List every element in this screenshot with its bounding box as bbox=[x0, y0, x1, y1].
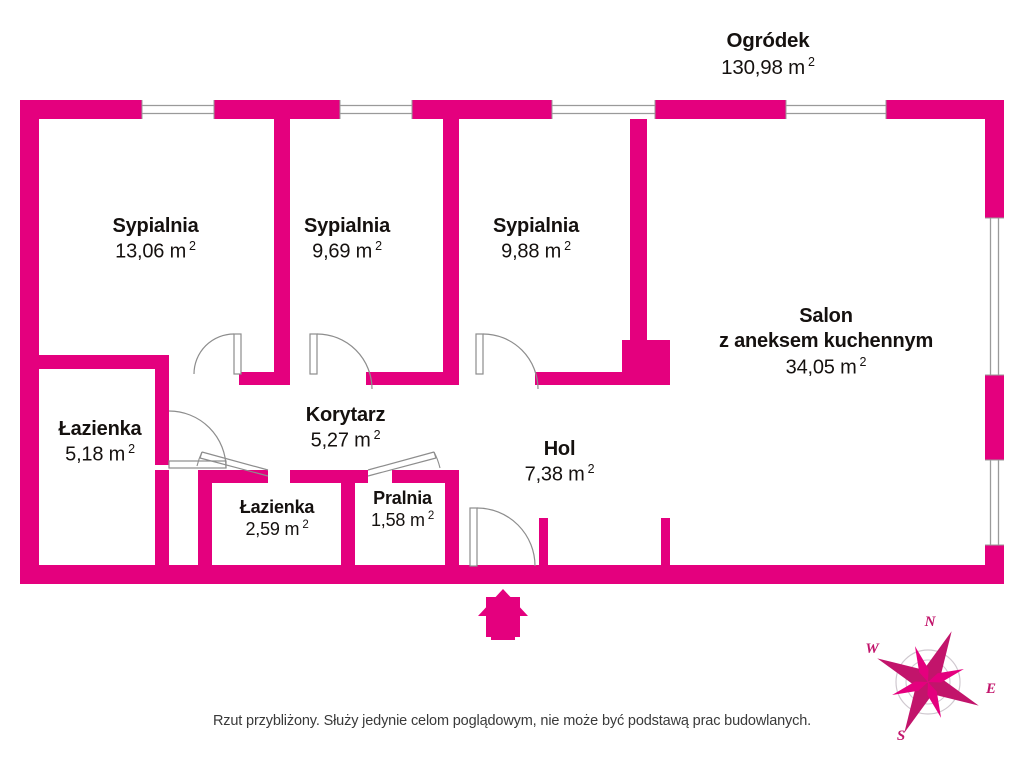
wall-bath2-top bbox=[198, 470, 268, 483]
korytarz-name: Korytarz bbox=[305, 404, 386, 426]
wall-top-seg-4 bbox=[655, 100, 786, 119]
sypialnia-3-name: Sypialnia bbox=[492, 215, 579, 237]
wall-right-seg-2 bbox=[985, 375, 1004, 460]
wall-pralnia-top bbox=[341, 470, 368, 483]
wall-corridor-top-b bbox=[366, 372, 459, 385]
compass-label-west: W bbox=[865, 641, 879, 657]
wall-pralnia-top-b bbox=[392, 470, 459, 483]
window-top-1 bbox=[141, 100, 215, 119]
salon-name: Salon bbox=[799, 305, 853, 327]
compass-label-north: N bbox=[924, 614, 936, 630]
wall-bedroom-div-1 bbox=[274, 119, 290, 385]
wall-right-seg-3 bbox=[985, 545, 1004, 584]
doors-group bbox=[168, 333, 539, 567]
door-pralnia bbox=[367, 451, 441, 477]
wall-top-seg-2 bbox=[214, 100, 340, 119]
wall-bath1-top bbox=[39, 355, 169, 369]
compass-label-east: E bbox=[985, 681, 996, 697]
door-sypialnia-2 bbox=[309, 333, 373, 390]
ogrodek-name: Ogródek bbox=[726, 29, 810, 52]
lazienka-1-name: Łazienka bbox=[58, 418, 142, 440]
disclaimer-text: Rzut przybliżony. Służy jedynie celom po… bbox=[212, 713, 812, 729]
window-right-1 bbox=[985, 217, 1004, 376]
hol-name: Hol bbox=[543, 438, 576, 460]
wall-bath1-right bbox=[155, 355, 169, 465]
door-sypialnia-3 bbox=[475, 333, 539, 390]
wall-right-seg-1 bbox=[985, 100, 1004, 218]
wall-bath2-left bbox=[198, 470, 212, 574]
wall-bath2-top-b bbox=[290, 470, 342, 483]
wall-left-outer bbox=[20, 100, 39, 584]
pralnia-name: Pralnia bbox=[373, 488, 432, 508]
window-right-2 bbox=[985, 459, 1004, 546]
door-lazienka-2 bbox=[196, 451, 269, 477]
sypialnia-1-name: Sypialnia bbox=[112, 215, 199, 237]
wall-hol-stub-mid bbox=[661, 518, 670, 567]
wall-top-seg-1 bbox=[20, 100, 142, 119]
wall-entry-right-stub bbox=[539, 518, 548, 567]
wall-top-seg-5 bbox=[886, 100, 1004, 119]
lazienka-2-name: Łazienka bbox=[239, 497, 315, 517]
sypialnia-2-name: Sypialnia bbox=[303, 215, 390, 237]
compass-rose-icon bbox=[877, 631, 979, 733]
walls-group bbox=[20, 100, 1004, 584]
window-top-4 bbox=[785, 100, 887, 119]
salon-name-2: z aneksem kuchennym bbox=[718, 330, 934, 353]
wall-bath2-pralnia-div bbox=[341, 470, 355, 574]
wall-corridor-top-a bbox=[239, 372, 290, 385]
door-sypialnia-1 bbox=[193, 333, 242, 375]
wall-corridor-top-c bbox=[535, 372, 630, 385]
compass-label-south: S bbox=[896, 728, 906, 744]
wall-bottom-outer bbox=[20, 565, 1004, 584]
wall-top-seg-3 bbox=[412, 100, 552, 119]
entrance-arrow-icon bbox=[478, 589, 528, 640]
window-top-2 bbox=[339, 100, 413, 119]
wall-entry-left-stub bbox=[445, 505, 459, 567]
wall-bedroom-div-2 bbox=[443, 119, 459, 385]
door-entrance bbox=[469, 507, 536, 567]
wall-salon-div bbox=[630, 119, 647, 340]
wall-bath1-right-lower bbox=[155, 470, 169, 568]
window-top-3 bbox=[551, 100, 656, 119]
